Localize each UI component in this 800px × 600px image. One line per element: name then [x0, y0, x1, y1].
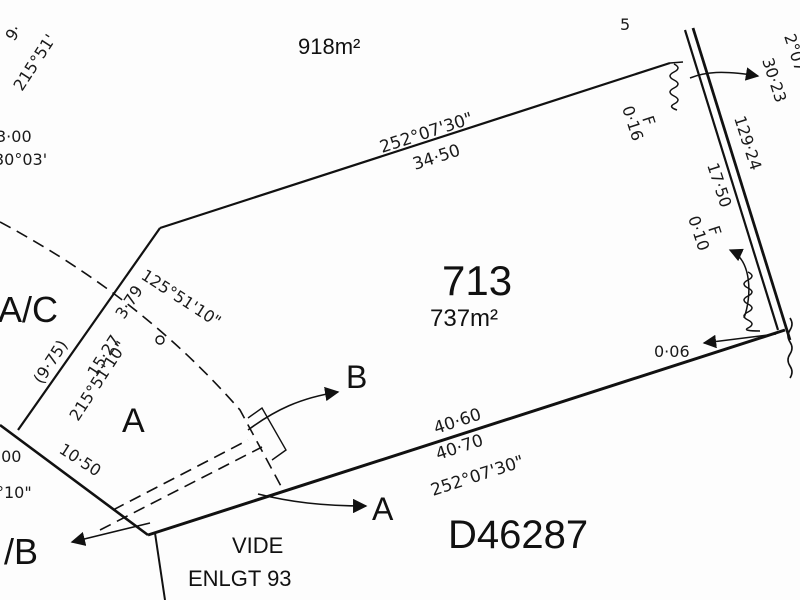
arrow-a [257, 493, 368, 514]
f-right-value: 0·10 [684, 213, 713, 253]
arrow-slash-b [70, 522, 151, 546]
right-length: 17·50 [703, 160, 735, 209]
easement-diagonal-dashed [99, 446, 263, 531]
lot-boundary [0, 61, 786, 600]
left-boundary-line [17, 227, 161, 431]
left-edge-a: 3·00 [0, 127, 32, 146]
vide-ref: ENLGT 93 [188, 566, 292, 591]
arrow-b-label: B [346, 359, 367, 395]
fence-squiggle-top [669, 63, 679, 111]
vide-boundary-line [154, 532, 166, 600]
bottom-boundary-line [147, 328, 786, 537]
top-right-b: 2°07' [780, 31, 800, 78]
outer-right-line [691, 27, 792, 341]
lower-left-boundary-line [0, 423, 149, 537]
easement-ac-label: A/C [0, 289, 58, 330]
offset-value: 0·06 [654, 342, 690, 361]
fence-squiggle-right [743, 271, 761, 332]
top-boundary-line [159, 61, 671, 230]
neighbor-area: 918m² [298, 34, 360, 59]
arc-bearing: 125°51'10" [138, 265, 225, 331]
arrow-offset [702, 333, 777, 349]
left-edge-b: 30°03' [0, 150, 47, 169]
easement-curve-dashed [0, 221, 283, 489]
bottom-left-length: 10·50 [56, 439, 105, 480]
right-road-boundary [669, 27, 793, 379]
top-right-tick [669, 61, 684, 64]
top-right-c: 5 [620, 15, 630, 34]
inner-right-line [683, 29, 780, 331]
easement-diagonal-dashed-2 [112, 439, 249, 511]
lot-number: 713 [442, 257, 512, 304]
lot-area: 737m² [430, 305, 498, 332]
survey-mark [155, 335, 165, 345]
top-right-a: 30·23 [758, 55, 790, 104]
easement-label: A [122, 402, 145, 440]
left-edge-d: °10" [0, 483, 32, 502]
vide-label: VIDE [232, 533, 283, 558]
arrow-f-right [728, 248, 750, 319]
top-left-num: 9· [1, 21, 25, 44]
left-edge-c: ·00 [0, 447, 21, 466]
plan-number: D46287 [448, 513, 588, 557]
f-top-value: 0·16 [618, 103, 647, 143]
section-box [247, 406, 287, 461]
arrow-slash-b-label: /B [4, 531, 38, 572]
right-edge-fence-mark [787, 317, 793, 379]
arrow-top-right [689, 67, 760, 81]
arrow-a-label: A [372, 491, 394, 527]
arrow-b [247, 386, 340, 431]
easement-lines [0, 221, 283, 531]
arrows [70, 67, 777, 546]
